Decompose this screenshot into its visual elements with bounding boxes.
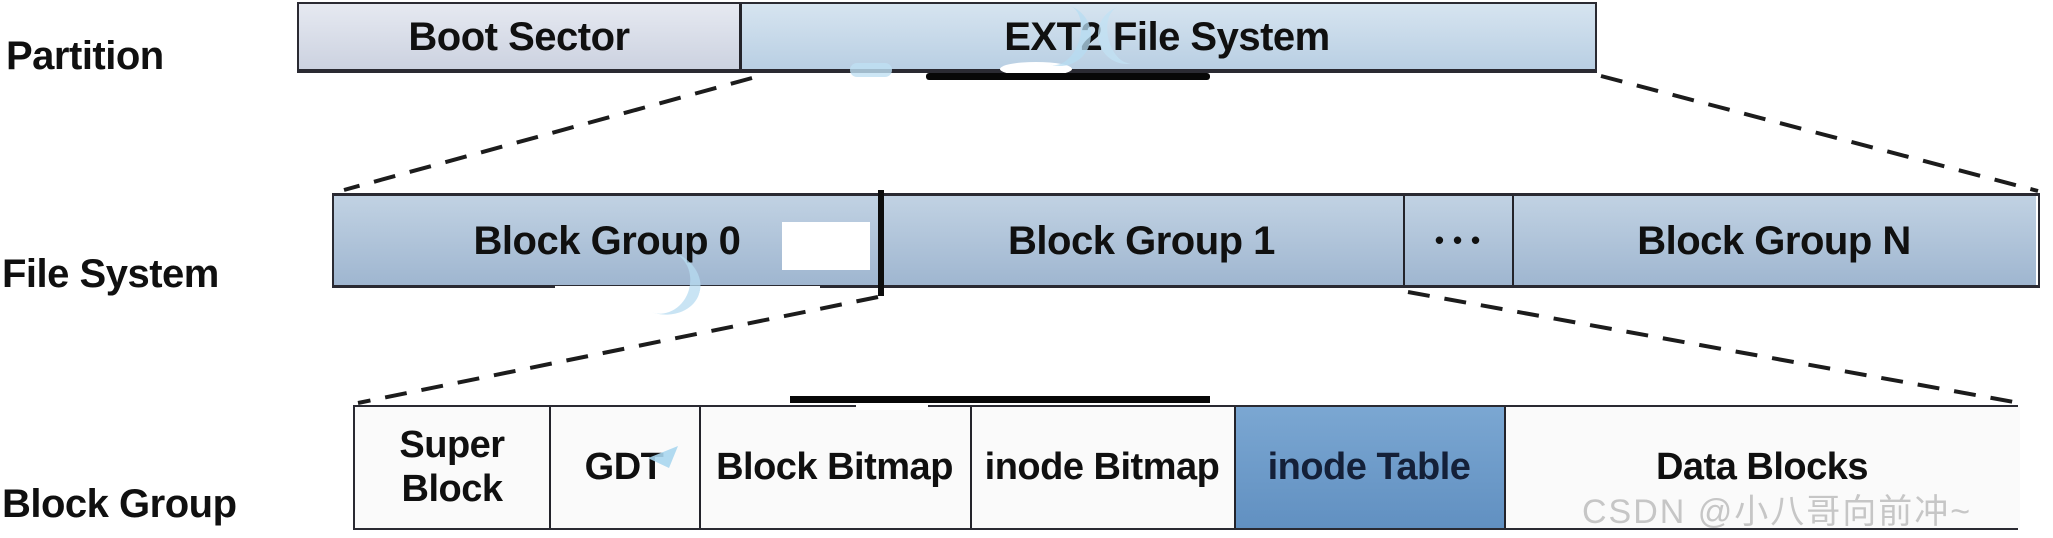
ellipsis-cell: ••• — [1403, 196, 1512, 285]
cell-divider — [1403, 196, 1405, 285]
csdn-watermark: CSDN @小八哥向前冲~ — [1582, 493, 1973, 531]
partition-row: Boot Sector EXT2 File System — [297, 2, 1597, 73]
boot-sector-cell: Boot Sector — [299, 4, 739, 69]
dashed-connector-left-bottom — [357, 295, 879, 405]
erased-patch — [782, 222, 870, 270]
cell-divider — [970, 407, 972, 528]
watermark-remnant — [850, 63, 892, 77]
cell-divider — [1504, 407, 1506, 528]
cell-divider — [699, 407, 701, 528]
block-bitmap-cell: Block Bitmap — [699, 407, 970, 528]
row-label-partition: Partition — [6, 34, 164, 78]
erased-patch — [1000, 62, 1072, 76]
inode-bitmap-cell: inode Bitmap — [970, 407, 1234, 528]
block-group-n-cell: Block Group N — [1512, 196, 2036, 285]
cell-divider — [549, 407, 551, 528]
cell-divider — [1512, 196, 1514, 285]
super-block-cell: Super Block — [355, 407, 549, 528]
thick-border-annotation — [790, 396, 1210, 403]
erased-patch — [856, 404, 928, 410]
dashed-connector-right-top — [1600, 74, 2039, 193]
row-label-blockgroup: Block Group — [2, 482, 237, 526]
dashed-connector-right-bottom — [1407, 290, 2015, 404]
data-blocks-cell: Data Blocks — [1504, 407, 2020, 528]
group-separator-line — [878, 190, 884, 296]
cell-divider — [1234, 407, 1236, 528]
blockgroup-row: Super Block GDT Block Bitmap inode Bitma… — [353, 405, 2020, 530]
row-label-filesystem: File System — [2, 252, 219, 296]
ext2-filesystem-cell: EXT2 File System — [739, 4, 1595, 69]
block-group-1-cell: Block Group 1 — [880, 196, 1403, 285]
dashed-connector-left-top — [343, 76, 753, 192]
inode-table-cell: inode Table — [1234, 407, 1504, 528]
gdt-cell: GDT — [549, 407, 699, 528]
cell-divider — [739, 4, 742, 69]
underline-annotation — [926, 73, 1210, 80]
filesystem-row: Block Group 0 Block Group 1 ••• Block Gr… — [332, 193, 2040, 288]
